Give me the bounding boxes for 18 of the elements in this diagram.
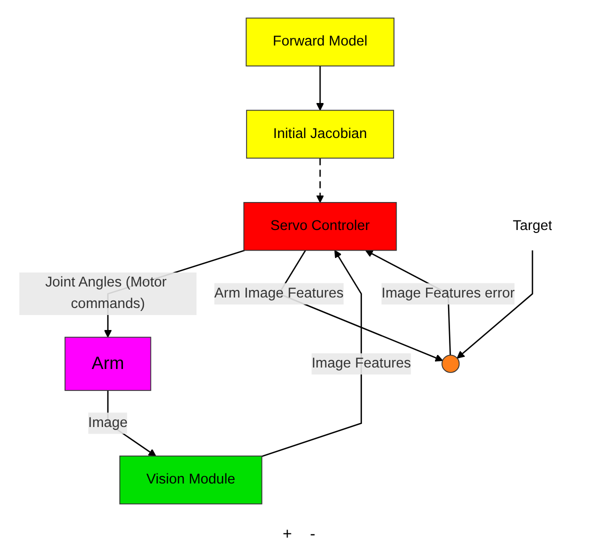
arrow <box>262 250 362 457</box>
arrow <box>456 250 534 359</box>
node-circle <box>442 354 460 373</box>
arrow <box>316 158 324 203</box>
edge-label: Arm Image Features <box>214 286 344 301</box>
edge-label: Image Features error <box>382 286 515 301</box>
node-box: Initial Jacobian <box>246 110 394 159</box>
edge-label: Image <box>88 415 128 430</box>
arrow <box>316 66 324 111</box>
edge-label: Image Features <box>312 356 411 371</box>
edge-label: Joint Angles (Motor commands) <box>45 275 167 312</box>
sign-label: + <box>282 526 292 544</box>
sign-label: - <box>310 526 316 544</box>
node-box: Arm <box>64 336 152 391</box>
node-box: Forward Model <box>246 18 394 66</box>
node-box: Servo Controler <box>243 202 397 251</box>
node-text: Target <box>512 218 552 234</box>
node-box: Vision Module <box>119 456 262 504</box>
